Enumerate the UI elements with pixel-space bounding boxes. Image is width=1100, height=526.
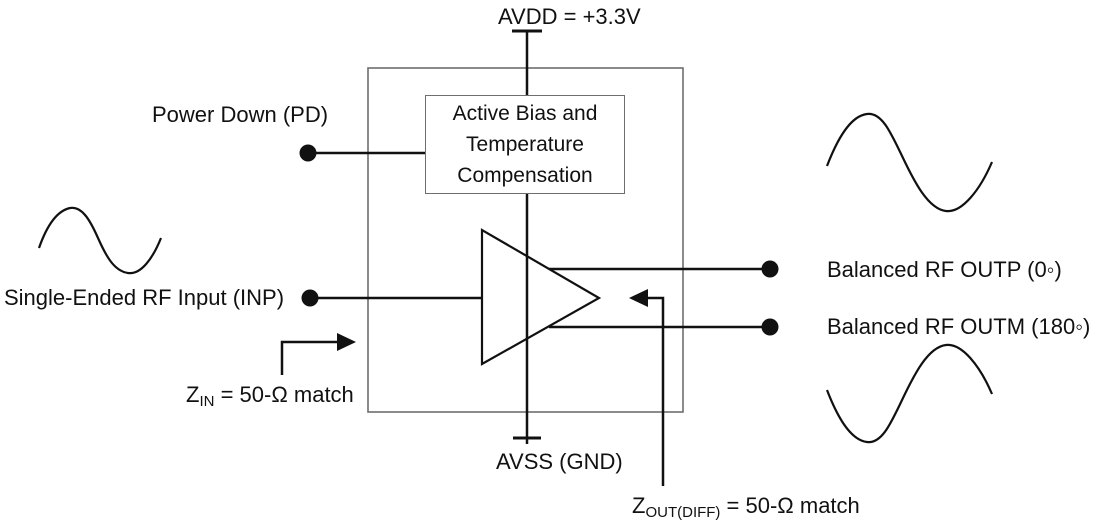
outp-label: Balanced RF OUTP (0◦) [827, 257, 1062, 282]
chip-outline [367, 67, 684, 413]
outm-terminal-dot [761, 318, 779, 336]
rf-input-terminal-dot [301, 289, 319, 307]
input-sine-wave-icon [37, 206, 163, 275]
avss-label: AVSS (GND) [496, 449, 623, 474]
amplifier-triangle [480, 228, 602, 366]
power-down-label: Power Down (PD) [152, 102, 329, 127]
zin-label: ZIN = 50-Ω match [186, 382, 354, 410]
rf-input-label: Single-Ended RF Input (INP) [4, 285, 285, 310]
outp-terminal-dot [761, 260, 779, 278]
bias-box-line-1: Active Bias and [452, 102, 598, 125]
zin-arrow-line [280, 340, 340, 375]
outm-sine-wave-icon [825, 343, 994, 444]
bias-box-line-3: Compensation [457, 164, 593, 187]
outm-label: Balanced RF OUTM (180◦) [827, 314, 1091, 339]
zout-label: ZOUT(DIFF) = 50-Ω match [632, 493, 860, 521]
zout-value: = 50-Ω match [720, 493, 860, 518]
zin-value: = 50-Ω match [214, 382, 354, 407]
pd-terminal-dot [299, 144, 317, 162]
zin-symbol: Z [186, 382, 200, 407]
zin-subscript: IN [199, 393, 215, 410]
zin-arrowhead-icon [337, 333, 356, 351]
zout-subscript: OUT(DIFF) [645, 504, 721, 521]
bias-box-line-2: Temperature [466, 133, 584, 156]
active-bias-box: Active Bias and Temperature Compensation [425, 95, 625, 194]
zout-arrowhead-icon [629, 289, 648, 307]
avdd-label: AVDD = +3.3V [498, 4, 641, 29]
outp-sine-wave-icon [825, 112, 994, 213]
zout-arrow-line [647, 296, 665, 486]
zout-symbol: Z [632, 493, 646, 518]
